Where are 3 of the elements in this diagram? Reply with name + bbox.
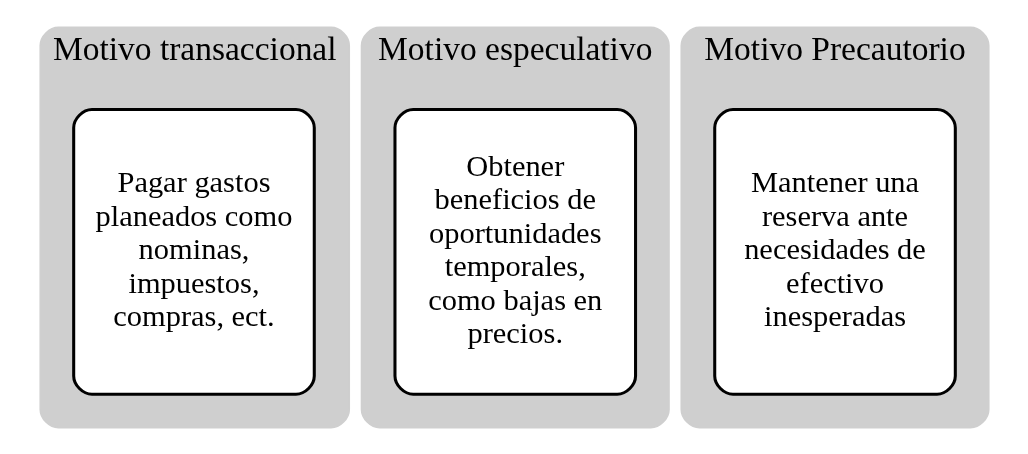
node-box: Pagar gastos planeados como nominas, impuestos, compras, ect. <box>71 107 316 396</box>
node-box: Mantener una reserva ante necesidades de efectivo inesperadas <box>712 107 957 396</box>
node-box: Obtener beneficios de oportunidades temporales, como bajas en precios. <box>392 107 637 396</box>
